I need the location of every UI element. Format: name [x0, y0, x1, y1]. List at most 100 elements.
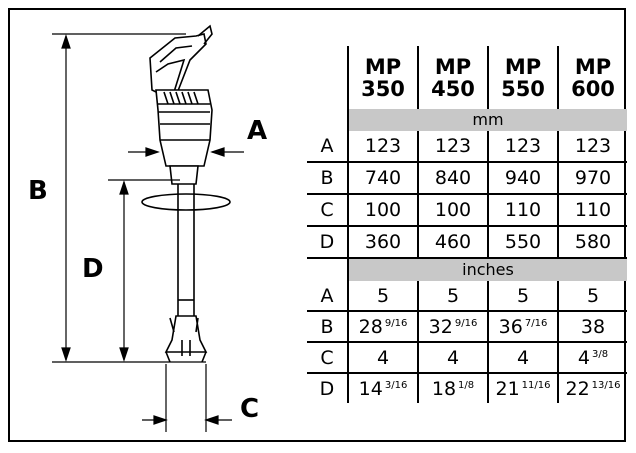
table-cell: 550: [487, 226, 558, 259]
model-number: 600: [571, 76, 615, 101]
model-name: MP: [574, 54, 612, 79]
inch-whole: 5: [586, 284, 600, 307]
table-cell: 110: [487, 194, 558, 227]
table-cell: 4: [487, 342, 558, 374]
table-cell: 460: [417, 226, 488, 259]
table-cell: 740: [347, 162, 418, 195]
inch-whole: 21: [495, 377, 520, 400]
table-cell: 123: [417, 131, 488, 163]
table-cell: 123: [487, 131, 558, 163]
inch-whole: 4: [516, 346, 530, 369]
model-number: 550: [501, 76, 545, 101]
unit-row: inches: [307, 258, 627, 281]
dimension-lines: [52, 33, 244, 432]
row-label: C: [307, 194, 348, 227]
dimension-label-c: C: [240, 394, 260, 424]
model-name: MP: [504, 54, 542, 79]
inch-fraction: 1/8: [458, 379, 475, 391]
inch-whole: 32: [428, 315, 453, 338]
row-label: C: [307, 342, 348, 374]
dimension-label-d: D: [82, 254, 104, 284]
table-cell: 38: [557, 311, 627, 343]
table-cell: 4: [347, 342, 418, 374]
model-number: 450: [431, 76, 475, 101]
inch-whole: 5: [516, 284, 530, 307]
table-cell: 5: [557, 281, 627, 312]
row-label: A: [307, 281, 348, 312]
row-label: A: [307, 131, 348, 163]
inch-fraction: 3/16: [384, 379, 408, 391]
table-cell: 970: [557, 162, 627, 195]
model-name: MP: [434, 54, 472, 79]
inch-whole: 38: [580, 315, 606, 338]
unit-row: mm: [307, 109, 627, 131]
table-cell: 123: [347, 131, 418, 163]
corner-cell: [307, 46, 348, 109]
row-label: B: [307, 162, 348, 195]
inch-fraction: 13/16: [591, 379, 621, 391]
model-header: MP 450: [417, 46, 488, 109]
unit-header: mm: [347, 109, 627, 131]
inch-whole: 36: [498, 315, 523, 338]
inch-whole: 22: [565, 377, 590, 400]
inch-whole: 14: [358, 377, 383, 400]
model-header: MP 600: [557, 46, 627, 109]
row-label: B: [307, 311, 348, 343]
table-cell: 4: [417, 342, 488, 374]
inch-fraction: 9/16: [454, 317, 478, 329]
inch-whole: 4: [577, 346, 590, 369]
inch-whole: 4: [446, 346, 460, 369]
table-cell: 5: [487, 281, 558, 312]
table-row: A 5 5 5 5: [307, 281, 627, 312]
model-number: 350: [361, 76, 405, 101]
dimension-label-a: A: [247, 116, 268, 146]
inch-whole: 4: [376, 346, 390, 369]
table-cell: 5: [347, 281, 418, 312]
model-header: MP 350: [347, 46, 418, 109]
blender-outline: [141, 24, 231, 363]
table-cell: 940: [487, 162, 558, 195]
inch-whole: 5: [446, 284, 460, 307]
dimension-label-b: B: [28, 176, 48, 206]
table-cell: 100: [347, 194, 418, 227]
inch-fraction: 11/16: [521, 379, 551, 391]
table-cell: 123: [557, 131, 627, 163]
inch-whole: 28: [358, 315, 383, 338]
model-name: MP: [364, 54, 402, 79]
table-cell: 580: [557, 226, 627, 259]
table-cell: 360: [347, 226, 418, 259]
unit-header: inches: [347, 258, 627, 281]
table-cell: 840: [417, 162, 488, 195]
model-header-row: MP 350 MP 450 MP 550 MP 600: [307, 46, 627, 109]
unit-row-blank: [307, 109, 348, 131]
inch-fraction: 9/16: [384, 317, 408, 329]
inch-fraction: 3/8: [592, 348, 609, 360]
table-cell: 110: [557, 194, 627, 227]
model-header: MP 550: [487, 46, 558, 109]
inch-whole: 18: [431, 377, 457, 400]
table-cell: 5: [417, 281, 488, 312]
unit-row-blank: [307, 258, 348, 281]
row-label: D: [319, 377, 335, 400]
table-cell: 100: [417, 194, 488, 227]
inch-fraction: 7/16: [524, 317, 548, 329]
inch-whole: 5: [376, 284, 390, 307]
row-label: D: [307, 226, 348, 259]
